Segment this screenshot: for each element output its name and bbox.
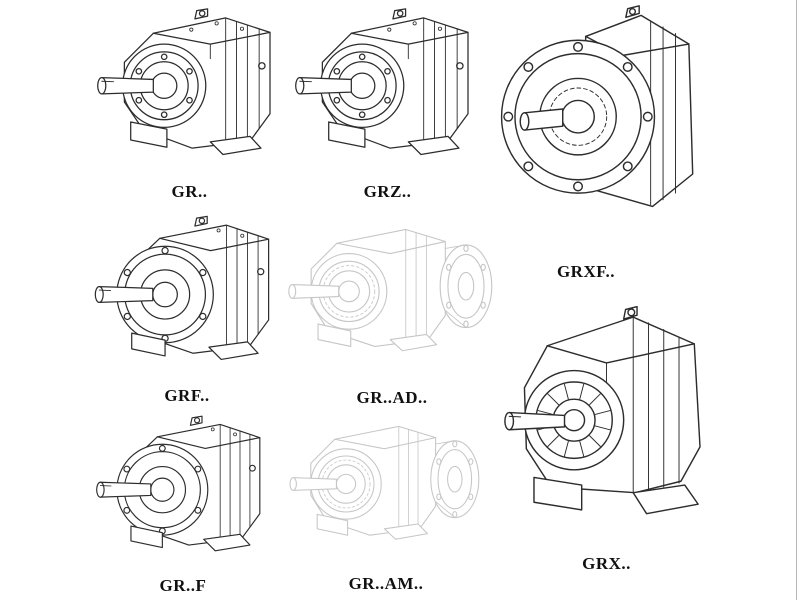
gearbox-figure-grz: GRZ.. <box>288 6 487 202</box>
gearbox-drawing-grxf <box>490 2 710 260</box>
gearbox-label-grz: GRZ.. <box>363 182 412 201</box>
gearbox-drawing-grx <box>492 296 721 552</box>
gearbox-drawing-grz <box>288 6 487 180</box>
gearbox-figure-grx: GRX.. <box>492 296 721 574</box>
gearbox-drawing-gr-f <box>88 412 278 574</box>
gearbox-figure-gr-f: GR..F <box>88 412 278 596</box>
gearbox-figure-gr-ad: GR..AD.. <box>280 214 504 408</box>
page-edge-line <box>796 0 797 600</box>
gearbox-label-gr-ad: GR..AD.. <box>356 388 428 407</box>
gearbox-drawing-gr <box>90 6 289 180</box>
gearbox-label-grx: GRX.. <box>582 554 631 573</box>
gearbox-figure-grf: GRF.. <box>86 212 288 406</box>
gearbox-drawing-gr-ad <box>280 214 504 386</box>
gearbox-figure-gr-am: GR..AM.. <box>282 412 490 594</box>
gearbox-drawing-gr-am <box>282 412 490 572</box>
gearbox-figure-grxf: GRXF.. <box>490 2 710 282</box>
gearbox-label-grf: GRF.. <box>164 386 210 405</box>
gearbox-drawing-grf <box>86 212 288 384</box>
gearbox-label-grxf: GRXF.. <box>556 262 616 281</box>
gearbox-figure-gr: GR.. <box>90 6 289 202</box>
gearbox-label-gr-f: GR..F <box>159 576 207 595</box>
gearbox-label-gr-am: GR..AM.. <box>348 574 424 593</box>
gearbox-label-gr: GR.. <box>171 182 208 201</box>
